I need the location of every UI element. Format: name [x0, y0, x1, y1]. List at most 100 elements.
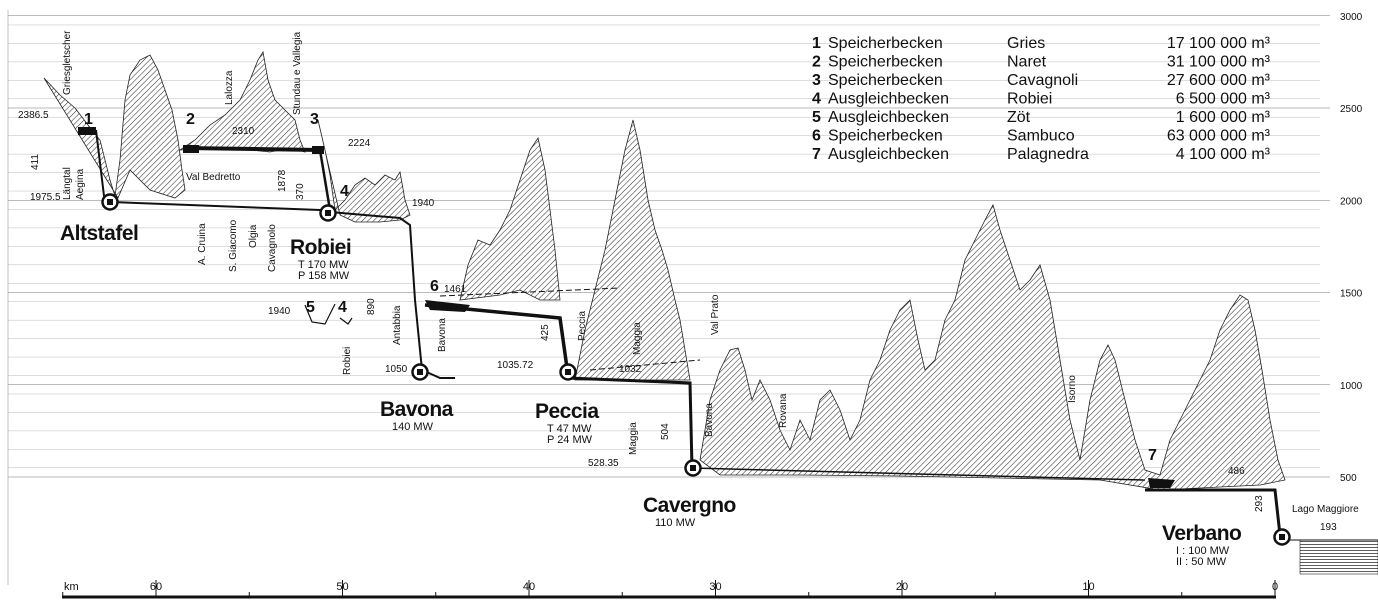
elevation-label: 890 — [366, 298, 377, 315]
distance-tick-label: 40 — [523, 581, 535, 593]
tunnel-line — [184, 146, 321, 152]
plant-capacity-peccia: P 24 MW — [547, 434, 593, 446]
legend-number: 5 — [812, 109, 821, 126]
elevation-tick-label: 500 — [1340, 473, 1357, 484]
legend-number: 4 — [812, 91, 821, 108]
place-label-bavona2: Bavona — [704, 403, 715, 437]
plant-capacity-verbano: II : 50 MW — [1176, 556, 1227, 568]
elevation-tick-label: 2000 — [1340, 196, 1363, 207]
reservoir-blocks — [78, 127, 1175, 488]
distance-tick-label: 0 — [1272, 581, 1278, 593]
plant-capacity-verbano: I : 100 MW — [1176, 545, 1230, 557]
place-label-rovana: Rovana — [778, 393, 789, 428]
legend-volume: 63 000 000 m³ — [1167, 128, 1271, 145]
reservoir-marker: 6 — [430, 278, 439, 295]
mountain-shape — [459, 136, 561, 301]
reservoir-block — [1148, 478, 1175, 488]
plant-name-verbano: Verbano — [1162, 522, 1241, 545]
plant-capacity-cavergno: 110 MW — [655, 517, 696, 529]
legend-reservoir-name: Gries — [1007, 35, 1045, 52]
plant-capacity-robiei: T 170 MW — [298, 259, 349, 271]
legend-volume: 17 100 000 m³ — [1167, 35, 1271, 52]
place-label-peccia_v: Peccia — [577, 311, 588, 341]
tunnel-line — [567, 376, 694, 469]
elevation-label: 1940 — [268, 306, 291, 317]
plant-name-altstafel: Altstafel — [60, 222, 138, 245]
tunnel-line — [1145, 488, 1282, 536]
plant-icons — [101, 193, 1291, 546]
reservoir-marker: 3 — [310, 111, 319, 128]
elevation-label: 2310 — [232, 126, 255, 137]
legend-reservoir-name: Cavagnoli — [1007, 72, 1078, 89]
reservoir-marker: 4 — [338, 299, 347, 316]
elevation-label: 2386.5 — [18, 110, 49, 121]
place-label-lago_maggiore: Lago Maggiore — [1292, 504, 1359, 515]
plant-capacity-peccia: T 47 MW — [547, 423, 592, 435]
elevation-label: 1975.5 — [30, 192, 61, 203]
place-label-maggia1: Maggia — [632, 322, 643, 355]
reservoir-marker: 2 — [186, 111, 195, 128]
legend-type: Speicherbecken — [828, 128, 943, 145]
legend-volume: 4 100 000 m³ — [1176, 146, 1271, 163]
plant-name-bavona: Bavona — [380, 398, 454, 421]
elevation-label: 411 — [30, 154, 41, 170]
elevation-label: 486 — [1228, 466, 1245, 477]
distance-tick-label: 30 — [709, 581, 721, 593]
plant-capacity-bavona: 140 MW — [392, 421, 434, 433]
mountain-shape — [317, 119, 411, 223]
place-label-aegina: Aegina — [75, 168, 86, 200]
reservoir-block — [312, 146, 324, 154]
reservoir-block — [78, 127, 96, 135]
distance-tick-label: 20 — [896, 581, 908, 593]
place-label-laengtal: Längtal — [62, 167, 73, 200]
legend-reservoir-name: Sambuco — [1007, 128, 1075, 145]
reservoir-marker: 4 — [340, 183, 349, 200]
elevation-label: 504 — [660, 423, 671, 440]
distance-tick-label: 60 — [150, 581, 162, 593]
reservoir-block — [183, 145, 199, 153]
legend-reservoir-name: Palagnedra — [1007, 146, 1089, 163]
plant-robiei — [319, 204, 337, 222]
reservoir-marker: 5 — [306, 299, 315, 316]
axis-unit-label: km — [64, 581, 79, 593]
place-label-stundau: Stundau e Vallegia — [292, 31, 303, 115]
plant-altstafel — [101, 193, 119, 211]
legend-volume: 1 600 000 m³ — [1176, 109, 1271, 126]
tunnel-line — [589, 359, 701, 371]
plant-name-robiei: Robiei — [290, 236, 351, 259]
legend-volume: 31 100 000 m³ — [1167, 54, 1271, 71]
place-label-a_cruina: A. Cruina — [197, 223, 208, 265]
place-label-olgia: Olgia — [248, 224, 259, 248]
powerplant-core — [107, 199, 113, 205]
elevation-label: 1878 — [277, 169, 288, 192]
elevation-label: 1940 — [412, 198, 435, 209]
legend-type: Speicherbecken — [828, 54, 943, 71]
elevation-label: 1050 — [385, 364, 408, 375]
powerplant-core — [1279, 534, 1285, 540]
mountain-profile — [43, 50, 1378, 575]
powerplant-core — [417, 369, 423, 375]
plant-capacity-robiei: P 158 MW — [298, 270, 350, 282]
place-label-isorno: Isorno — [1067, 375, 1078, 403]
legend-reservoir-name: Robiei — [1007, 91, 1052, 108]
elevation-tick-label: 1500 — [1340, 289, 1363, 300]
plant-verbano — [1273, 528, 1291, 546]
legend-number: 1 — [812, 35, 821, 52]
mountain-shape — [699, 203, 1286, 491]
plant-name-peccia: Peccia — [535, 400, 599, 423]
legend-reservoir-name: Naret — [1007, 54, 1047, 71]
elevation-label: 528.35 — [588, 458, 619, 469]
legend-number: 6 — [812, 128, 821, 145]
place-label-griesgletscher: Griesgletscher — [62, 30, 73, 95]
plant-name-cavergno: Cavergno — [643, 494, 736, 517]
plant-cavergno — [684, 459, 702, 477]
mountain-shape — [574, 119, 691, 381]
place-label-antabbia: Antabbia — [392, 305, 403, 345]
elevation-label: 2224 — [348, 138, 371, 149]
legend-volume: 6 500 000 m³ — [1176, 91, 1271, 108]
place-label-lalozza: Lalozza — [224, 70, 235, 105]
